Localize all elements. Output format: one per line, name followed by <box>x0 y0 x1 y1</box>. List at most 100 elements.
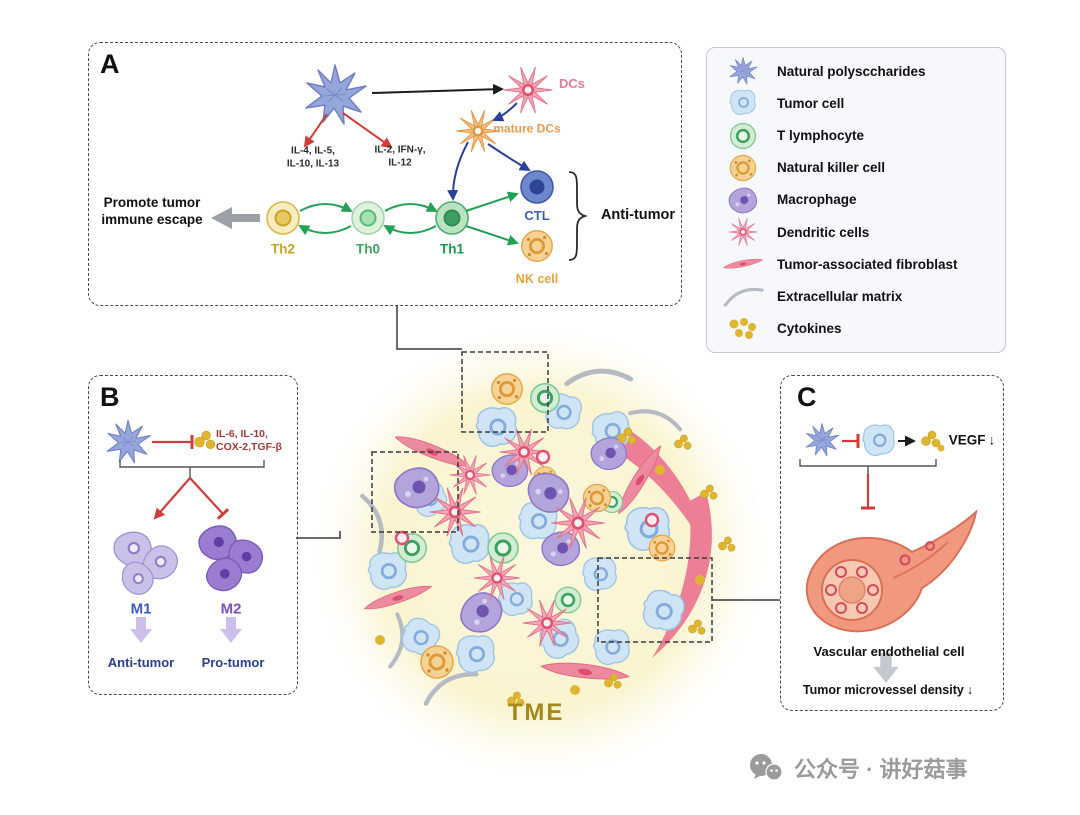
panel-b-label: B <box>100 382 121 412</box>
th1-nucleus <box>443 209 461 227</box>
natural-polysaccharide-icon <box>729 57 758 85</box>
legend-label: Macrophage <box>777 192 857 208</box>
anti-tumor-label-a: Anti-tumor <box>600 206 676 223</box>
blood-vessel-icon <box>805 509 978 633</box>
promote-escape-label: Promote tumor immune escape <box>101 195 203 227</box>
legend-item: T lymphocyte <box>707 120 1005 151</box>
arrow-th0-th1 <box>384 201 438 212</box>
tumor-cell-icon <box>447 523 491 565</box>
tumor-cell-icon <box>455 634 496 674</box>
legend-item: Tumor-associated fibroblast <box>707 249 1005 280</box>
legend-label: Natural polysccharides <box>777 63 926 79</box>
pro-tumor-label-b: Pro-tumor <box>201 654 265 670</box>
inhibit-to-m2 <box>189 477 230 520</box>
connector-a <box>396 305 462 350</box>
panel-c-label: C <box>797 382 818 412</box>
mature-dcs-label: mature DCs <box>493 121 561 136</box>
th1-label: Th1 <box>439 241 465 257</box>
th0-label: Th0 <box>355 241 381 257</box>
arrow-th0-th2 <box>298 225 352 236</box>
cytokine-dot-icon <box>937 444 945 452</box>
red-ring-cell-icon <box>644 512 660 528</box>
ctl-nucleus <box>529 179 545 195</box>
ctl-label: CTL <box>524 207 550 223</box>
microvessel-density-label: Tumor microvessel density <box>802 683 964 698</box>
arrow-mature-to-th1 <box>447 141 469 201</box>
th2-label: Th2 <box>270 241 296 257</box>
t-lymphocyte-icon <box>729 121 757 150</box>
anti-tumor-brace <box>568 171 588 261</box>
cytokine-dot-icon <box>695 575 705 585</box>
legend-item: Macrophage <box>707 184 1005 215</box>
legend-item: Tumor cell <box>707 88 1005 119</box>
legend-label: Natural killer cell <box>777 160 886 176</box>
dendritic-cell-icon <box>727 217 759 247</box>
legend-item: Dendritic cells <box>707 217 1005 248</box>
m1-label: M1 <box>130 600 152 618</box>
tumor-cell-icon <box>729 89 757 116</box>
panel-c <box>780 375 1004 711</box>
watermark: 公众号 · 讲好菇事 <box>748 752 968 784</box>
red-ring-cell-icon <box>535 449 551 465</box>
legend-item: Natural killer cell <box>707 152 1005 183</box>
th2-nucleus <box>274 209 292 227</box>
arrow-mature-to-ctl <box>487 143 531 171</box>
watermark-text: 公众号 · 讲好菇事 <box>794 757 968 782</box>
tumor-cell-icon <box>592 628 631 666</box>
th0-nucleus <box>359 209 377 227</box>
arrow-star-to-dcs <box>371 83 504 95</box>
legend-label: Cytokines <box>777 321 842 337</box>
vascular-endothelial-label: Vascular endothelial cell <box>813 643 965 659</box>
tumor-cell-icon <box>581 556 618 592</box>
cytokine-dot-icon <box>655 465 665 475</box>
density-down-arrow: ↓ <box>966 683 974 698</box>
anti-tumor-label-b: Anti-tumor <box>107 654 175 670</box>
macrophage-icon <box>393 467 440 509</box>
cytokines-icon <box>729 317 756 339</box>
m2-label: M2 <box>220 600 242 618</box>
arrow-th1-nk <box>465 225 519 246</box>
legend: Natural polysccharides Tumor cell T lymp… <box>706 47 1006 353</box>
arrow-dcs-to-mature <box>492 102 518 122</box>
legend-item: Extracellular matrix <box>707 281 1005 312</box>
microvessel-density-row: Tumor microvessel density↓ <box>803 683 973 699</box>
fibroblast-icon <box>652 492 712 658</box>
dcs-label: DCs <box>558 75 586 91</box>
legend-label: Dendritic cells <box>777 224 870 240</box>
legend-label: Extracellular matrix <box>777 289 903 305</box>
panel-a-label: A <box>100 49 121 79</box>
arrow-th1-ctl <box>465 191 519 212</box>
vegf-label-row: VEGF↓ <box>949 433 996 450</box>
panel-b <box>88 375 298 695</box>
tme-label: TME <box>507 699 565 726</box>
t-lymphocyte-icon <box>529 382 561 414</box>
legend-label: Tumor-associated fibroblast <box>777 256 958 272</box>
promote-arrow-icon <box>211 207 260 229</box>
nk-cell-icon <box>729 153 757 182</box>
arrow-to-m1 <box>153 477 191 520</box>
fibroblast-icon <box>722 257 764 271</box>
zoom-box-left <box>371 451 459 533</box>
legend-label: Tumor cell <box>777 95 845 111</box>
macrophage-icon <box>728 187 758 214</box>
arrow-star-th2-cytokines <box>303 113 328 148</box>
tumor-cell-icon <box>367 551 408 591</box>
ecm-icon <box>723 287 764 307</box>
nk-cell-icon <box>648 534 676 562</box>
legend-item: Cytokines <box>707 313 1005 344</box>
red-ring-cell-icon <box>394 530 410 546</box>
arrow-th1-th0 <box>383 225 437 236</box>
arrow-star-th1-cytokines <box>342 112 393 149</box>
nk-cell-label: NK cell <box>515 272 559 287</box>
nk-cell-icon <box>419 644 455 680</box>
legend-label: T lymphocyte <box>777 128 865 144</box>
nk-cell-icon <box>490 372 524 406</box>
t-lymphocyte-icon <box>553 585 583 615</box>
bracket-b <box>119 460 265 468</box>
vegf-label: VEGF <box>948 432 986 448</box>
wechat-icon <box>750 754 783 781</box>
legend-item: Natural polysccharides <box>707 56 1005 87</box>
nk-cell-icon <box>582 483 612 513</box>
